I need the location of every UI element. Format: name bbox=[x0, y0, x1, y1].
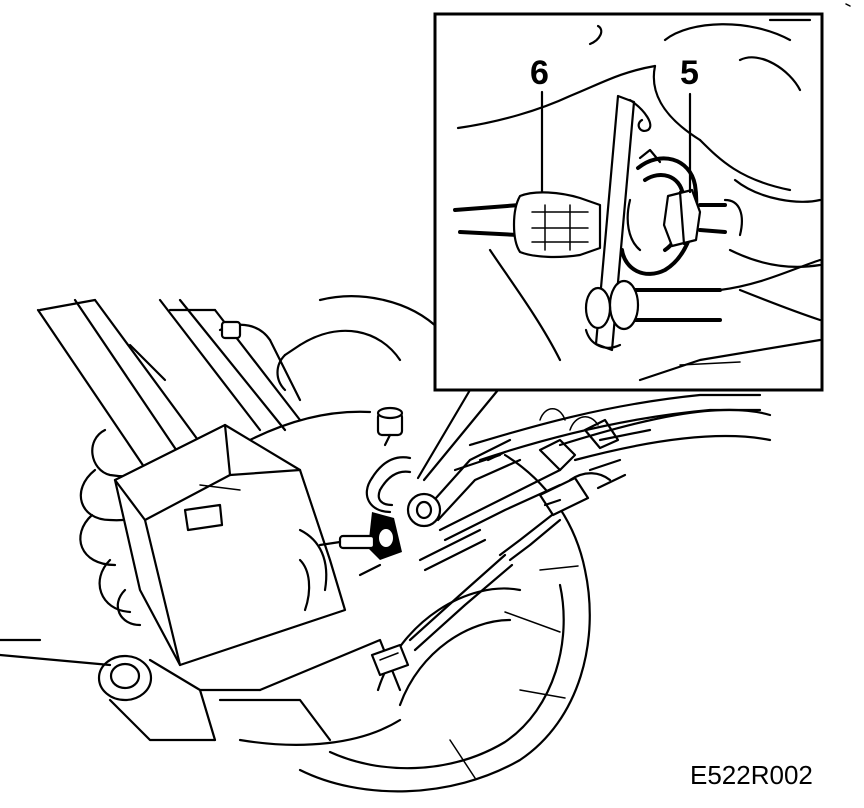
inset-background-lines bbox=[456, 18, 822, 382]
callout-leaders bbox=[540, 90, 692, 194]
inset-bracket-plate bbox=[594, 94, 652, 352]
bolt-top bbox=[376, 406, 404, 447]
callout-number-6: 6 bbox=[530, 54, 549, 92]
suspension-assembly-drawing bbox=[0, 295, 772, 793]
detail-leader bbox=[416, 388, 500, 482]
bolt-upper-left bbox=[220, 320, 242, 340]
brake-pipe-clip bbox=[318, 512, 402, 577]
hose-fitting bbox=[498, 458, 627, 562]
control-arm-bracket bbox=[113, 423, 347, 667]
hub-backplate bbox=[218, 295, 442, 442]
brake-pipe-main bbox=[365, 438, 562, 572]
lower-link bbox=[0, 638, 402, 746]
brake-hose-lines bbox=[468, 393, 772, 472]
inset-brake-pipe bbox=[453, 191, 602, 259]
handbrake-cable bbox=[370, 553, 514, 677]
inset-union-nut bbox=[662, 188, 743, 248]
inset-lower-pipe bbox=[584, 258, 822, 349]
callout-number-5: 5 bbox=[680, 54, 699, 92]
detail-inset: 6 5 bbox=[433, 12, 824, 392]
figure-code: E522R002 bbox=[690, 760, 813, 790]
corner-mark bbox=[845, 3, 851, 7]
